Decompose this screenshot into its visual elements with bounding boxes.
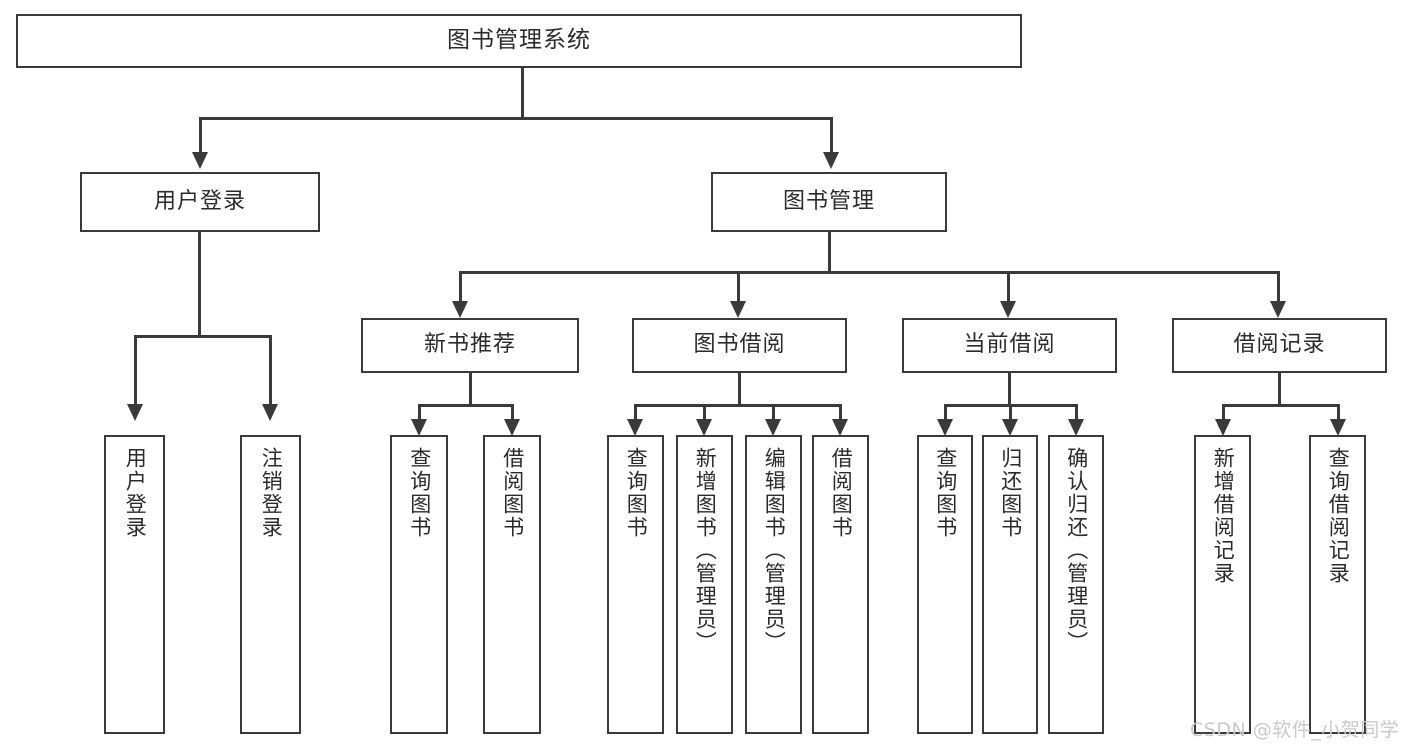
node-current-borrow[interactable]: 当前借阅 (902, 318, 1117, 373)
arrow-borrow-book-leaf-3 (832, 419, 848, 436)
connector-new-book-stem (469, 373, 472, 406)
connector-to-current-borrow (1007, 271, 1010, 302)
arrow-to-new-book (452, 301, 468, 318)
arrow-user-login-leaf-0 (127, 404, 143, 421)
connector-to-borrow-record (1277, 271, 1280, 302)
connector-borrow-record-stem (1278, 373, 1281, 406)
leaf-borrow-book-2[interactable]: 编辑图书（管理员） (745, 435, 802, 734)
arrow-new-book-leaf-0 (411, 419, 427, 436)
connector-borrow-book-bus (634, 404, 842, 407)
leaf-borrow-book-0[interactable]: 查询图书 (607, 435, 664, 734)
arrow-borrow-record-leaf-1 (1330, 419, 1346, 436)
connector-user-login-stem (198, 232, 201, 336)
node-label: 新书推荐 (423, 332, 516, 358)
leaf-label: 归还图书 (998, 447, 1023, 539)
connector-borrow-book-leaf-1 (703, 404, 706, 427)
connector-user-login-leaf-1 (269, 335, 272, 405)
leaf-label: 确认归还（管理员） (1064, 447, 1089, 654)
connector-new-book-leaf-1 (511, 404, 514, 427)
leaf-label: 查询借阅记录 (1326, 447, 1351, 585)
leaf-borrow-book-1[interactable]: 新增图书（管理员） (676, 435, 733, 734)
arrow-current-borrow-leaf-0 (937, 419, 953, 436)
connector-borrow-record-bus (1222, 404, 1340, 407)
connector-root-stem (521, 68, 524, 118)
connector-new-book-leaf-0 (418, 404, 421, 427)
connector-current-borrow-leaf-0 (944, 404, 947, 427)
arrow-user-login-leaf-1 (262, 404, 278, 421)
node-label: 图书管理 (782, 188, 875, 214)
connector-borrow-book-leaf-0 (634, 404, 637, 427)
node-label: 图书管理系统 (447, 27, 591, 54)
node-label: 用户登录 (153, 188, 246, 214)
node-user-login[interactable]: 用户登录 (80, 172, 320, 232)
leaf-borrow-book-3[interactable]: 借阅图书 (812, 435, 869, 734)
arrow-borrow-book-leaf-2 (765, 419, 781, 436)
node-book-borrow[interactable]: 图书借阅 (632, 318, 847, 373)
leaf-borrow-record-0[interactable]: 新增借阅记录 (1194, 435, 1251, 734)
connector-current-borrow-leaf-2 (1075, 404, 1078, 427)
connector-new-book-bus (418, 404, 514, 407)
connector-book-manage-stem (828, 232, 831, 272)
arrow-to-user-login (192, 152, 208, 169)
arrow-borrow-record-leaf-0 (1215, 419, 1231, 436)
connector-borrow-book-leaf-3 (839, 404, 842, 427)
connector-borrow-book-leaf-2 (772, 404, 775, 427)
leaf-new-book-1[interactable]: 借阅图书 (483, 435, 541, 734)
connector-user-login-bus (134, 335, 272, 338)
node-book-management[interactable]: 图书管理 (711, 172, 947, 232)
connector-level2-bus (459, 271, 1279, 274)
connector-to-borrow-book (737, 271, 740, 302)
arrow-current-borrow-leaf-1 (1002, 419, 1018, 436)
leaf-borrow-record-1[interactable]: 查询借阅记录 (1309, 435, 1366, 734)
arrow-to-current-borrow (1000, 301, 1016, 318)
leaf-current-borrow-2[interactable]: 确认归还（管理员） (1048, 435, 1104, 734)
leaf-label: 借阅图书 (500, 447, 525, 539)
arrow-to-book-manage (823, 152, 839, 169)
leaf-label: 新增借阅记录 (1211, 447, 1236, 585)
node-label: 图书借阅 (693, 332, 786, 358)
leaf-user-login-1[interactable]: 注销登录 (240, 435, 301, 734)
connector-level1-bus (199, 117, 833, 120)
leaf-current-borrow-0[interactable]: 查询图书 (917, 435, 973, 734)
node-borrow-record[interactable]: 借阅记录 (1172, 318, 1387, 373)
node-label: 当前借阅 (963, 332, 1056, 358)
leaf-label: 查询图书 (624, 447, 649, 539)
node-label: 借阅记录 (1233, 332, 1326, 358)
leaf-label: 注销登录 (259, 447, 284, 539)
arrow-current-borrow-leaf-2 (1068, 419, 1084, 436)
leaf-label: 新增图书（管理员） (693, 447, 718, 654)
connector-to-new-book (459, 271, 462, 302)
connector-borrow-book-stem (738, 373, 741, 406)
connector-borrow-record-leaf-1 (1337, 404, 1340, 427)
leaf-label: 编辑图书（管理员） (762, 447, 787, 654)
arrow-new-book-leaf-1 (504, 419, 520, 436)
connector-to-book-manage (830, 117, 833, 153)
leaf-user-login-0[interactable]: 用户登录 (104, 435, 165, 734)
leaf-label: 查询图书 (933, 447, 958, 539)
csdn-watermark: CSDN @软件_小贺同学 (1190, 719, 1400, 741)
leaf-label: 查询图书 (407, 447, 432, 539)
arrow-borrow-book-leaf-1 (696, 419, 712, 436)
connector-current-borrow-stem (1008, 373, 1011, 406)
connector-borrow-record-leaf-0 (1222, 404, 1225, 427)
node-new-book-recommend[interactable]: 新书推荐 (361, 318, 579, 373)
node-root-library-system[interactable]: 图书管理系统 (16, 14, 1022, 68)
connector-user-login-leaf-0 (134, 335, 137, 405)
connector-to-user-login (199, 117, 202, 153)
leaf-current-borrow-1[interactable]: 归还图书 (982, 435, 1038, 734)
leaf-new-book-0[interactable]: 查询图书 (390, 435, 448, 734)
arrow-to-borrow-record (1270, 301, 1286, 318)
connector-current-borrow-leaf-1 (1009, 404, 1012, 427)
leaf-label: 借阅图书 (829, 447, 854, 539)
arrow-borrow-book-leaf-0 (627, 419, 643, 436)
leaf-label: 用户登录 (123, 447, 148, 539)
arrow-to-borrow-book (730, 301, 746, 318)
